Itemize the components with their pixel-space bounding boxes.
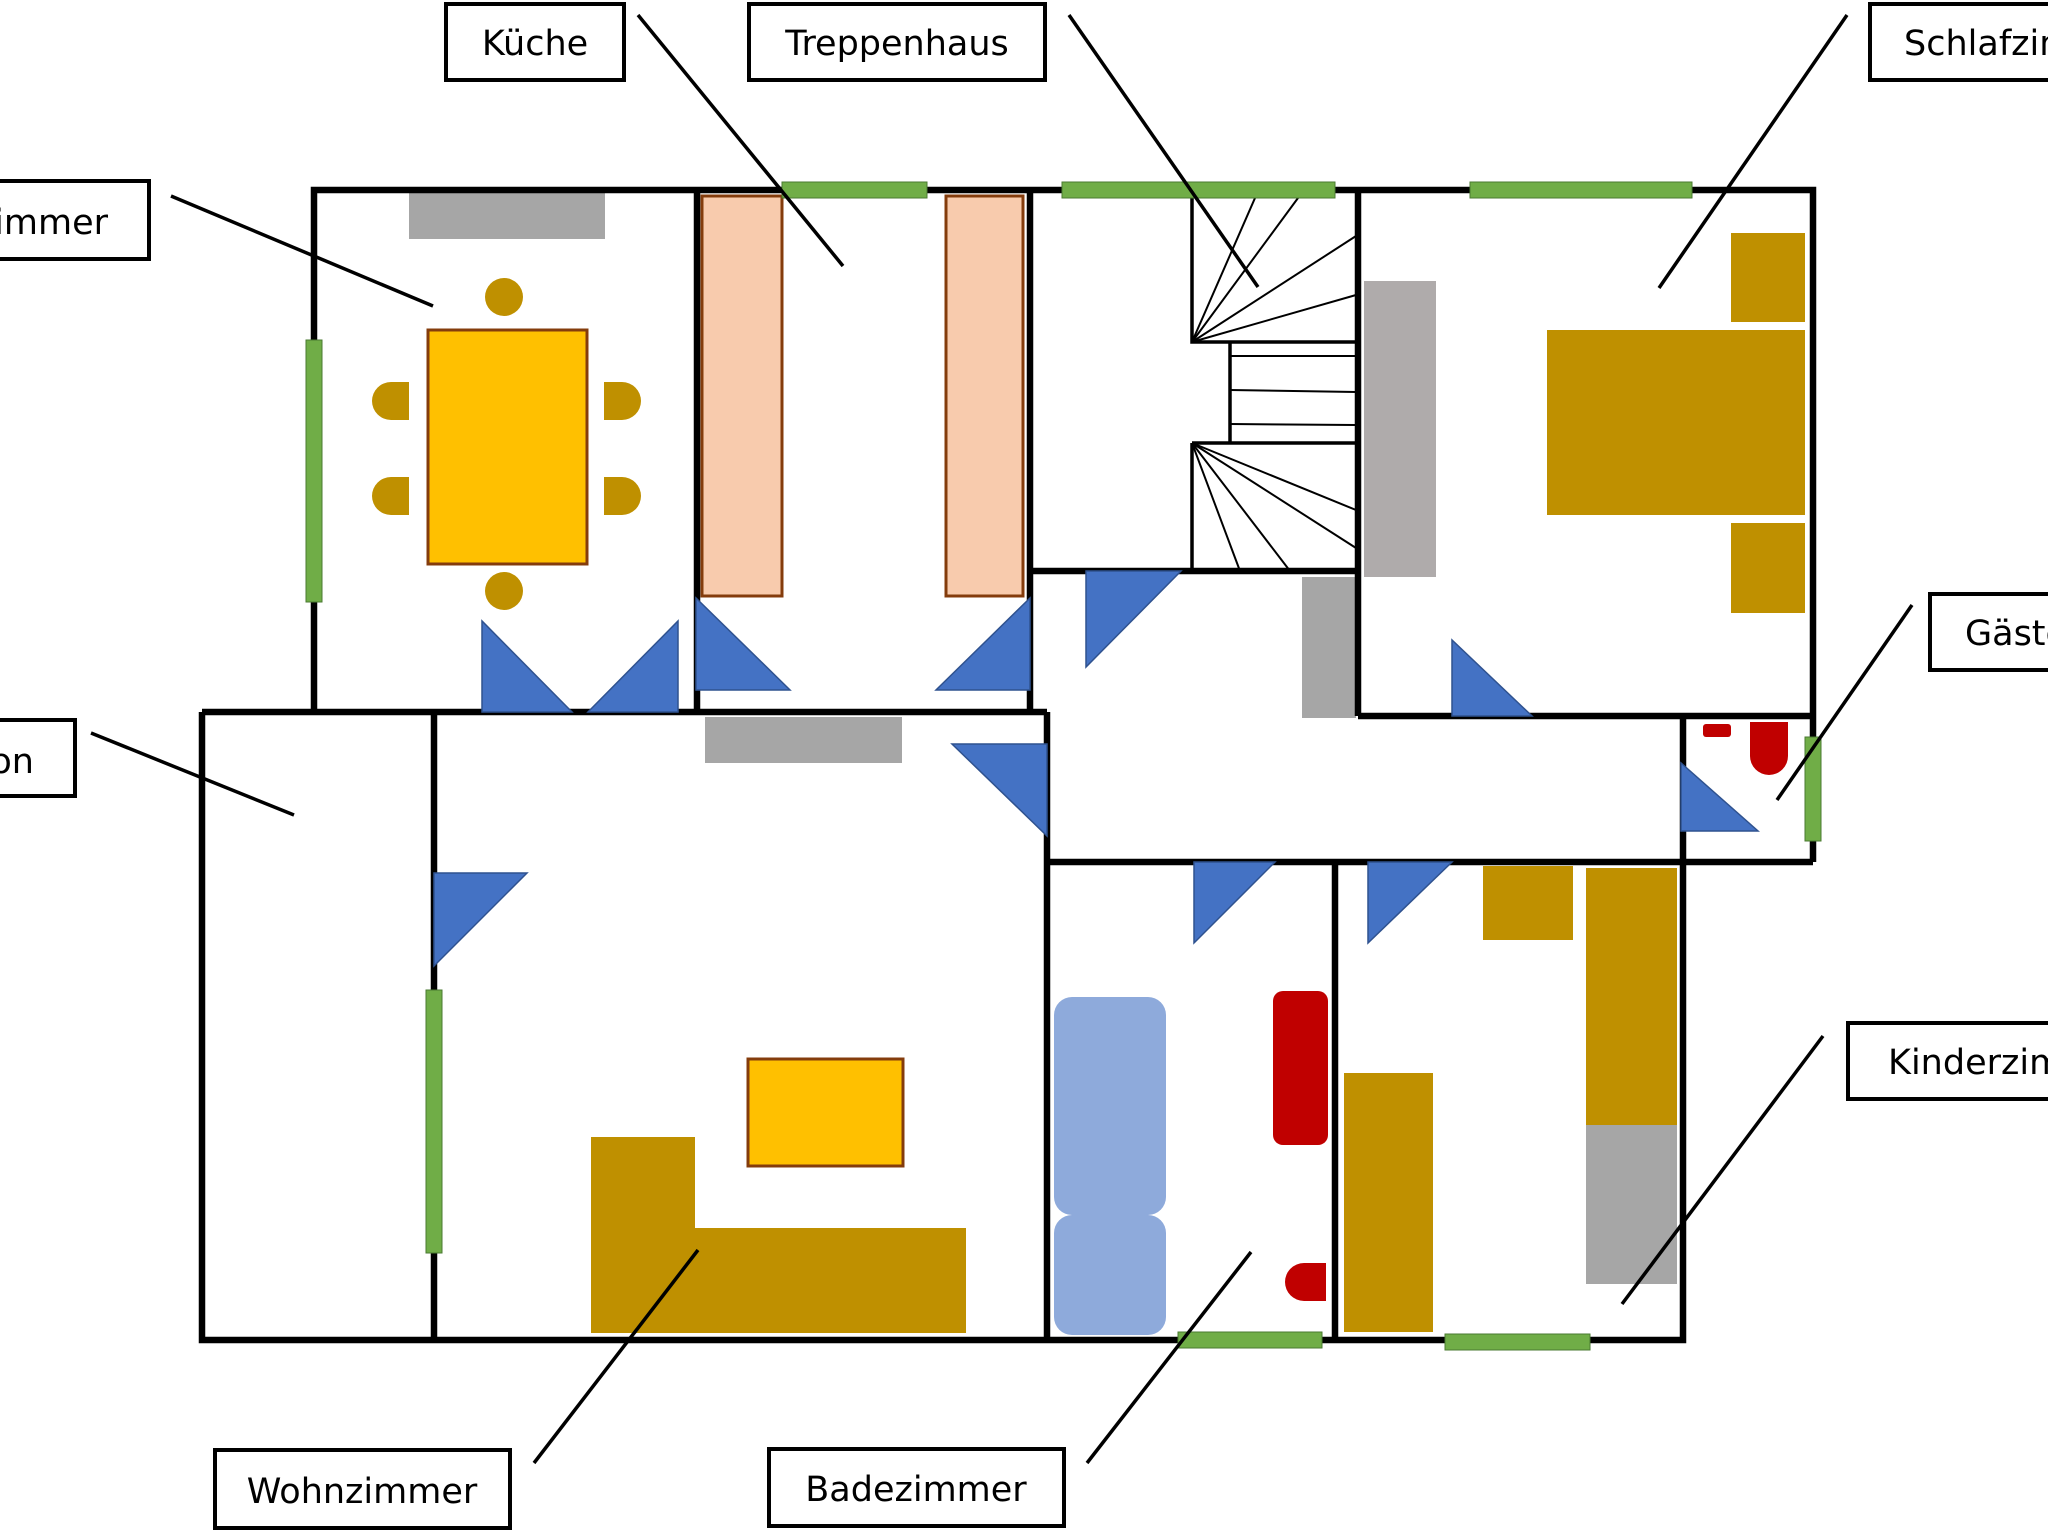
label-wohnzimmer-text: Wohnzimmer [247, 1472, 478, 1512]
door [950, 743, 1048, 838]
label-schlafzimmer: Schlafzim [1868, 2, 2048, 82]
label-gaeste-wc-text: Gäste [1965, 614, 2048, 654]
door [1193, 861, 1277, 945]
dining-chair-right-1 [604, 382, 641, 420]
window [425, 989, 443, 1254]
doors [433, 570, 1760, 968]
label-treppenhaus: Treppenhaus [747, 2, 1047, 82]
hall-cabinet [1302, 577, 1356, 718]
double-bed [1547, 330, 1805, 515]
guest-wc-toilet [1750, 722, 1788, 775]
label-treppenhaus-text: Treppenhaus [784, 24, 1009, 64]
door [481, 619, 574, 713]
dining-table [426, 328, 589, 566]
window [1804, 736, 1822, 842]
guest-wc-sink [1703, 724, 1731, 737]
label-schlafzimmer-text: Schlafzim [1904, 24, 2048, 64]
label-kueche: Küche [444, 2, 626, 82]
door [1367, 861, 1454, 945]
label-balkon: on [0, 718, 77, 798]
label-badezimmer-text: Badezimmer [805, 1470, 1027, 1510]
kitchen-counter-right [944, 194, 1025, 598]
label-gaeste-wc: Gäste [1928, 592, 2048, 672]
label-balkon-text: on [0, 742, 34, 782]
label-kinderzimmer-text: Kinderzim [1888, 1043, 2048, 1083]
windows [305, 181, 1822, 1351]
label-wohnzimmer: Wohnzimmer [213, 1448, 512, 1530]
dining-chair-left-2 [372, 477, 409, 515]
kitchen-counter-left [700, 194, 784, 598]
window [1177, 1331, 1323, 1349]
dining-sideboard [409, 193, 605, 239]
bath-sink [1273, 991, 1328, 1145]
door [433, 872, 529, 968]
label-kueche-text: Küche [482, 24, 588, 64]
staircase [1190, 190, 1357, 572]
bathtub-bottom [1054, 1215, 1166, 1335]
bathtub-top [1054, 997, 1166, 1215]
door [1085, 570, 1183, 669]
wardrobe-bedroom [1364, 281, 1436, 577]
label-esszimmer: immer [0, 179, 151, 261]
nightstand-top [1731, 233, 1805, 322]
dining-chair-top [485, 278, 523, 316]
kids-cabinet [1586, 1125, 1677, 1284]
kids-shelf [1586, 868, 1677, 1125]
door [586, 619, 679, 713]
label-esszimmer-text: immer [0, 203, 109, 243]
kids-desk [1483, 866, 1573, 940]
coffee-table [746, 1057, 905, 1168]
window [305, 339, 323, 603]
window [1061, 181, 1336, 199]
dining-chair-left-1 [372, 382, 409, 420]
nightstand-bottom [1731, 523, 1805, 613]
kids-bed [1344, 1073, 1433, 1332]
living-sideboard [705, 717, 902, 763]
label-badezimmer: Badezimmer [767, 1447, 1066, 1528]
dining-chair-right-2 [604, 477, 641, 515]
dining-chair-bottom [485, 572, 523, 610]
door [695, 596, 792, 691]
window [1444, 1333, 1591, 1351]
corner-sofa [591, 1137, 966, 1333]
leader-lines [90, 13, 1914, 1465]
door [934, 596, 1031, 691]
window [1469, 181, 1693, 199]
bath-toilet [1285, 1263, 1326, 1301]
door [1451, 638, 1534, 717]
label-kinderzimmer: Kinderzim [1846, 1021, 2048, 1101]
window [781, 181, 928, 199]
door [1680, 761, 1760, 832]
